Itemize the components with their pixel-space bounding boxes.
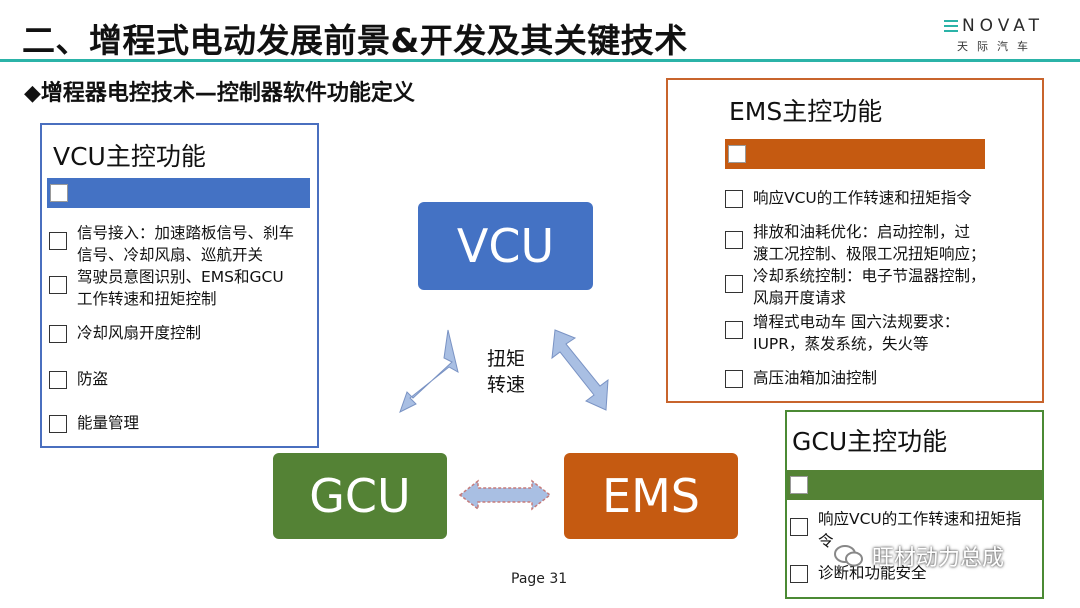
vcu-item-text: 防盗 — [77, 370, 109, 388]
vcu-function-panel: VCU主控功能 信号接入：加速踏板信号、刹车 信号、冷却风扇、巡航开关 驾驶员意… — [40, 123, 319, 448]
page-number: Page 31 — [511, 571, 568, 587]
ems-node: EMS — [564, 453, 738, 539]
ems-item: 响应VCU的工作转速和扭矩指令 — [725, 187, 972, 209]
gcu-item-text: 响应VCU的工作转速和扭矩指 令 — [818, 510, 1022, 550]
section-subtitle: ◆增程器电控技术—控制器软件功能定义 — [24, 81, 415, 106]
gcu-item-text: 诊断和功能安全 — [818, 564, 927, 582]
vcu-item-text: 信号接入：加速踏板信号、刹车 信号、冷却风扇、巡航开关 — [77, 224, 295, 264]
item-checkbox[interactable] — [49, 276, 67, 294]
gcu-header-bar — [787, 470, 1042, 500]
wechat-icon — [834, 545, 863, 567]
vcu-item: 驾驶员意图识别、EMS和GCU 工作转速和扭矩控制 — [49, 266, 284, 310]
vcu-item-text: 驾驶员意图识别、EMS和GCU 工作转速和扭矩控制 — [77, 268, 284, 308]
watermark: 旺材动力总成 — [834, 540, 1004, 572]
vcu-ems-arrow — [551, 329, 609, 411]
ems-item-text: 增程式电动车 国六法规要求： IUPR，蒸发系统，失火等 — [753, 313, 960, 353]
item-checkbox[interactable] — [725, 275, 743, 293]
gcu-node: GCU — [273, 453, 447, 539]
item-checkbox[interactable] — [49, 325, 67, 343]
vcu-item-text: 能量管理 — [77, 414, 140, 432]
watermark-text: 旺材动力总成 — [872, 546, 1005, 571]
vcu-gcu-arrow — [399, 329, 459, 413]
gcu-item: 诊断和功能安全 — [790, 562, 927, 584]
ems-item: 高压油箱加油控制 — [725, 367, 877, 389]
logo-bars-icon — [943, 20, 958, 32]
item-checkbox[interactable] — [790, 565, 808, 583]
item-checkbox[interactable] — [725, 321, 743, 339]
vcu-item-text: 冷却风扇开度控制 — [77, 324, 202, 342]
page-title: 二、增程式电动发展前景&开发及其关键技术 — [22, 21, 688, 60]
torque-speed-label: 扭矩 转速 — [487, 348, 526, 396]
ems-header-bar — [725, 139, 985, 169]
vcu-item: 防盗 — [49, 368, 108, 390]
vcu-header-bar — [47, 178, 310, 208]
brand-logo: NOVAT 天际汽车 — [943, 16, 1044, 54]
ems-item-text: 高压油箱加油控制 — [753, 369, 878, 387]
title-divider — [0, 59, 1080, 62]
ems-item-text: 排放和油耗优化：启动控制，过 渡工况控制、极限工况扭矩响应； — [753, 223, 986, 263]
vcu-item: 冷却风扇开度控制 — [49, 322, 201, 344]
vcu-node: VCU — [418, 202, 593, 290]
item-checkbox[interactable] — [725, 190, 743, 208]
vcu-item: 能量管理 — [49, 412, 139, 434]
ems-item: 增程式电动车 国六法规要求： IUPR，蒸发系统，失火等 — [725, 311, 959, 355]
ems-item-text: 冷却系统控制：电子节温器控制， 风扇开度请求 — [753, 267, 986, 307]
vcu-panel-title: VCU主控功能 — [53, 142, 206, 171]
header-checkbox[interactable] — [50, 184, 68, 202]
ems-item: 冷却系统控制：电子节温器控制， 风扇开度请求 — [725, 265, 986, 309]
header-checkbox[interactable] — [728, 145, 746, 163]
ems-function-panel: EMS主控功能 响应VCU的工作转速和扭矩指令 排放和油耗优化：启动控制，过 渡… — [666, 78, 1044, 403]
ems-item: 排放和油耗优化：启动控制，过 渡工况控制、极限工况扭矩响应； — [725, 221, 986, 265]
gcu-ems-arrow — [458, 479, 552, 511]
item-checkbox[interactable] — [790, 518, 808, 536]
ems-panel-title: EMS主控功能 — [729, 97, 883, 126]
gcu-function-panel: GCU主控功能 响应VCU的工作转速和扭矩指 令 诊断和功能安全 — [785, 410, 1044, 599]
item-checkbox[interactable] — [49, 232, 67, 250]
logo-text: NOVAT — [961, 16, 1044, 36]
vcu-item: 信号接入：加速踏板信号、刹车 信号、冷却风扇、巡航开关 — [49, 222, 294, 266]
logo-subtext: 天际汽车 — [956, 40, 1037, 53]
item-checkbox[interactable] — [725, 231, 743, 249]
item-checkbox[interactable] — [49, 371, 67, 389]
gcu-panel-title: GCU主控功能 — [792, 427, 948, 456]
ems-item-text: 响应VCU的工作转速和扭矩指令 — [753, 189, 972, 207]
item-checkbox[interactable] — [725, 370, 743, 388]
item-checkbox[interactable] — [49, 415, 67, 433]
gcu-item: 响应VCU的工作转速和扭矩指 令 — [790, 508, 1021, 552]
header-checkbox[interactable] — [790, 476, 808, 494]
